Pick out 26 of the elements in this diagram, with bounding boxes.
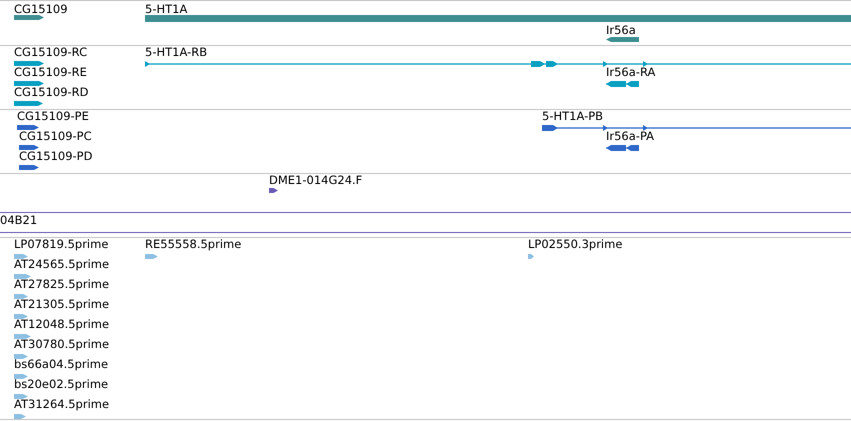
feature-label: AT12048.5prime bbox=[14, 318, 110, 331]
feature-label: bs20e02.5prime bbox=[14, 378, 108, 391]
feature-label: CG15109-RD bbox=[14, 86, 89, 99]
feature-label: CG15109-PC bbox=[19, 130, 92, 143]
feature-label: CG15109 bbox=[14, 3, 68, 16]
feature-label: AT21305.5prime bbox=[14, 298, 110, 311]
feature-label: 5-HT1A-RB bbox=[145, 46, 208, 59]
feature-label: LP07819.5prime bbox=[14, 238, 108, 251]
feature-label: 04B21 bbox=[0, 214, 38, 227]
feature-label: 5-HT1A-PB bbox=[542, 110, 604, 123]
feature-label: DME1-014G24.F bbox=[269, 174, 362, 187]
feature-label: CG15109-PD bbox=[19, 150, 92, 163]
feature-label: CG15109-RE bbox=[14, 66, 87, 79]
feature-label: AT31264.5prime bbox=[14, 398, 110, 411]
feature-label: AT24565.5prime bbox=[14, 258, 110, 271]
feature-label: Ir56a-RA bbox=[606, 66, 656, 79]
feature-label: RE55558.5prime bbox=[145, 238, 242, 251]
feature-label: Ir56a-PA bbox=[606, 130, 654, 143]
feature-label: LP02550.3prime bbox=[528, 238, 622, 251]
feature-label: AT27825.5prime bbox=[14, 278, 110, 291]
feature-label: Ir56a bbox=[606, 24, 636, 37]
feature-label: bs66a04.5prime bbox=[14, 358, 108, 371]
feature-label: AT30780.5prime bbox=[14, 338, 110, 351]
feature-label: 5-HT1A bbox=[145, 3, 188, 16]
feature-label: CG15109-RC bbox=[14, 46, 88, 59]
feature-label: CG15109-PE bbox=[17, 110, 89, 123]
